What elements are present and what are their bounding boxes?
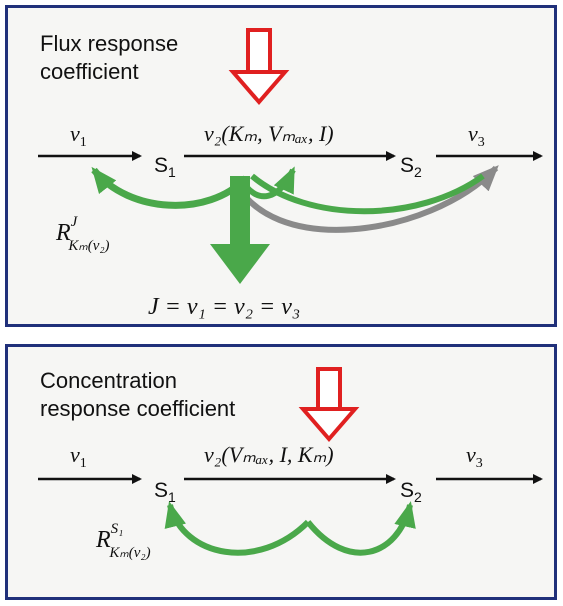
effect-arrow-to-s1 (164, 501, 311, 556)
effect-arrow-to-s2 (305, 501, 416, 556)
perturbation-arrow (298, 367, 360, 443)
title-line-2: response coefficient (40, 396, 236, 421)
metabolite-s1: S1 (154, 154, 176, 180)
flux-arrow (210, 176, 270, 284)
rate-v2-label: v₂(Kₘ, Vₘₐₓ, I) (204, 121, 334, 146)
title-line-2: coefficient (40, 59, 139, 84)
rate-v3: v3 (468, 121, 485, 150)
title-line-1: Flux response (40, 31, 179, 56)
metabolite-s2: S2 (400, 479, 422, 505)
rate-v2-label: v₂(Vₘₐₓ, I, Kₘ) (204, 442, 334, 467)
panel-title: Concentration response coefficient (40, 367, 235, 423)
metabolite-s1: S1 (154, 479, 176, 505)
perturbation-arrow (228, 28, 290, 106)
effect-arrow-to-v3-inner (250, 173, 485, 215)
flux-equation: J = v₁ = v₂ = v₃ (148, 294, 300, 320)
title-line-1: Concentration (40, 368, 177, 393)
metabolite-s2: S2 (400, 154, 422, 180)
flux-response-panel: Flux response coefficient v1 v₂(Kₘ, Vₘₐₓ… (5, 5, 557, 327)
rate-v1: v1 (70, 442, 87, 471)
rate-v3: v3 (466, 442, 483, 471)
rate-v1: v1 (70, 121, 87, 150)
panel-title: Flux response coefficient (40, 30, 178, 86)
effect-arrow-to-v3 (231, 165, 499, 233)
concentration-response-panel: Concentration response coefficient v1 v₂… (5, 344, 557, 600)
